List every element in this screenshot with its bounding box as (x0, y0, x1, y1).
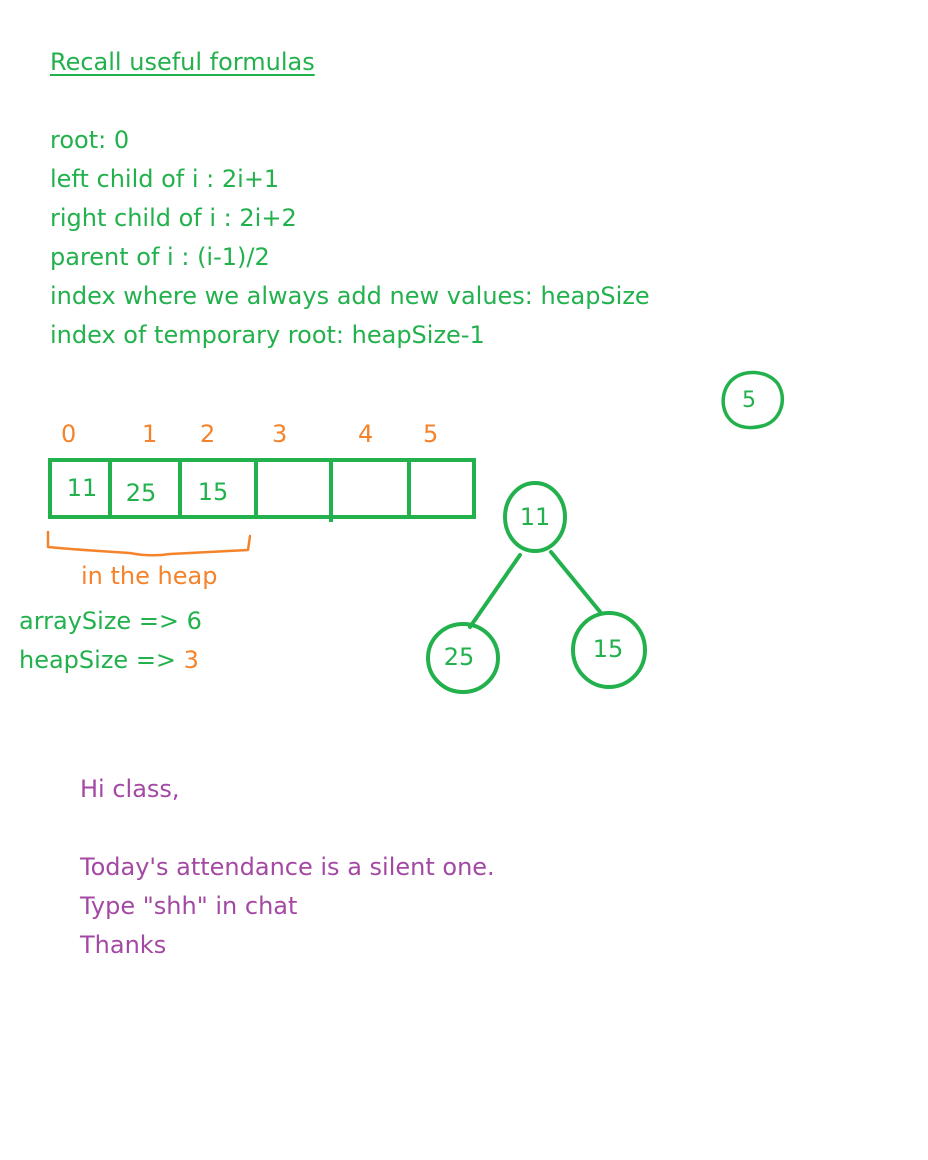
array-size-line: arraySize => 6 (19, 609, 202, 633)
array-size-value: 6 (186, 607, 202, 635)
tree-node-root-circle (503, 481, 567, 553)
message-line-1: Today's attendance is a silent one. (80, 853, 495, 881)
formulas-title: Recall useful formulas (50, 48, 315, 76)
tree-node-left-circle (426, 622, 500, 694)
heap-size-value: 3 (183, 646, 199, 674)
pending-node: 5 (721, 370, 784, 430)
array-index-1: 1 (142, 420, 158, 448)
array-index-2: 2 (200, 420, 216, 448)
array-size-label: arraySize => (19, 607, 187, 635)
formula-line-left-child: left child of i : 2i+1 (50, 165, 280, 193)
array-index-3: 3 (272, 420, 288, 448)
tree-node-right-circle (571, 611, 647, 689)
array-index-5: 5 (423, 420, 439, 448)
tree-node-root-value: 11 (520, 503, 551, 531)
formula-line-root: root: 0 (50, 126, 130, 154)
tree-node-left: 25 (426, 622, 500, 694)
pending-node-value: 5 (742, 388, 756, 413)
array-cell-1: 25 (126, 479, 157, 507)
formula-line-add-index: index where we always add new values: he… (50, 282, 650, 310)
tree-node-right-value: 15 (593, 635, 624, 663)
heap-bracket-label: in the heap (81, 562, 218, 590)
heap-size-line: heapSize => 3 (19, 648, 199, 672)
formula-line-right-child: right child of i : 2i+2 (50, 204, 297, 232)
edge-root-right (549, 550, 603, 615)
tree-node-right: 15 (571, 611, 647, 689)
pending-node-circle (721, 370, 784, 430)
heap-size-label: heapSize => (19, 646, 184, 674)
edge-root-left (468, 553, 522, 629)
formula-line-temp-root: index of temporary root: heapSize-1 (50, 321, 485, 349)
heap-bracket (46, 530, 252, 557)
message-greeting: Hi class, (80, 775, 180, 803)
tree-node-root: 11 (503, 481, 567, 553)
array-outline (48, 458, 476, 519)
message-line-3: Thanks (80, 931, 167, 959)
array-index-0: 0 (61, 420, 77, 448)
array-cell-0: 11 (67, 474, 98, 502)
array-cell-2: 15 (198, 478, 229, 506)
array-box (48, 458, 476, 522)
tree-node-left-value: 25 (444, 643, 475, 671)
array-index-4: 4 (358, 420, 374, 448)
message-line-2: Type "shh" in chat (80, 892, 298, 920)
formula-line-parent: parent of i : (i-1)/2 (50, 243, 270, 271)
